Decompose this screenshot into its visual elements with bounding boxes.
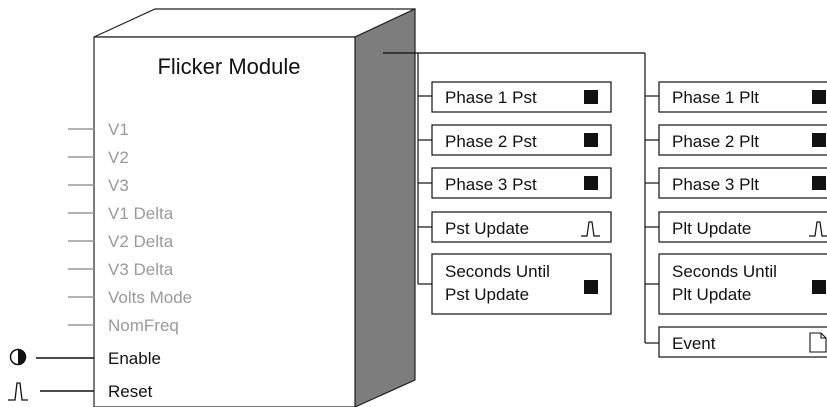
plt-outputs: Phase 1 Plt Phase 2 Plt Phase 3 Plt Plt … [658, 81, 827, 358]
output-seconds-until-pst-update: Seconds Until Pst Update [431, 253, 612, 315]
output-pst-update: Pst Update [431, 211, 612, 243]
input-v3: V3 [108, 176, 129, 195]
module-inputs: V1 V2 V3 V1 Delta V2 Delta V3 Delta Volt… [68, 120, 192, 335]
document-icon [809, 332, 827, 353]
output-label: Pst Update [445, 219, 529, 238]
output-phase-3-plt: Phase 3 Plt [658, 167, 827, 199]
square-icon [812, 90, 826, 104]
pulse-icon [809, 221, 827, 237]
enable-input: Enable [9, 348, 161, 368]
output-label: Phase 3 Pst [445, 175, 537, 194]
output-label: Phase 1 Plt [672, 88, 759, 107]
square-icon [812, 280, 826, 294]
input-v2: V2 [108, 148, 129, 167]
input-volts-mode: Volts Mode [108, 288, 192, 307]
output-phase-2-pst: Phase 2 Pst [431, 124, 612, 156]
output-plt-update: Plt Update [658, 211, 827, 243]
module-title: Flicker Module [157, 54, 300, 79]
square-icon [812, 176, 826, 190]
output-label: Plt Update [672, 219, 751, 238]
output-label: Phase 1 Pst [445, 88, 537, 107]
reset-input: Reset [8, 382, 153, 401]
output-label-line-2: Pst Update [445, 285, 529, 304]
input-nomfreq: NomFreq [108, 316, 179, 335]
input-v1-delta: V1 Delta [108, 204, 174, 223]
output-bus [383, 52, 659, 344]
output-label: Phase 2 Pst [445, 132, 537, 151]
module-front-face [93, 36, 356, 407]
half-circle-icon [9, 348, 27, 366]
enable-label: Enable [108, 349, 161, 368]
square-icon [584, 176, 598, 190]
output-phase-1-pst: Phase 1 Pst [431, 81, 612, 113]
reset-label: Reset [108, 382, 153, 401]
pst-outputs: Phase 1 Pst Phase 2 Pst Phase 3 Pst Pst … [431, 81, 612, 315]
output-label: Event [672, 334, 716, 353]
input-v3-delta: V3 Delta [108, 260, 174, 279]
square-icon [812, 133, 826, 147]
module-side-face [354, 8, 416, 407]
module-block: Flicker Module [93, 8, 416, 407]
output-label-line-2: Plt Update [672, 285, 751, 304]
pulse-icon [581, 221, 600, 237]
output-label: Phase 2 Plt [672, 132, 759, 151]
output-phase-1-plt: Phase 1 Plt [658, 81, 827, 113]
output-event: Event [658, 326, 827, 358]
square-icon [584, 90, 598, 104]
output-label-line-1: Seconds Until [672, 262, 777, 281]
output-phase-3-pst: Phase 3 Pst [431, 167, 612, 199]
output-phase-2-plt: Phase 2 Plt [658, 124, 827, 156]
output-label-line-1: Seconds Until [445, 262, 550, 281]
square-icon [584, 280, 598, 294]
output-seconds-until-plt-update: Seconds Until Plt Update [658, 253, 827, 315]
input-v2-delta: V2 Delta [108, 232, 174, 251]
pulse-icon [8, 382, 28, 401]
square-icon [584, 133, 598, 147]
input-v1: V1 [108, 120, 129, 139]
output-label: Phase 3 Plt [672, 175, 759, 194]
